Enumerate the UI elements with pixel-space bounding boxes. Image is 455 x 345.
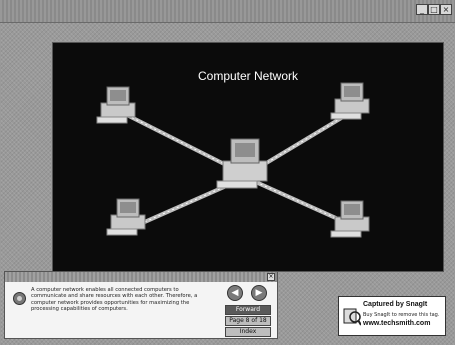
description-panel: × A computer network enables all connect… xyxy=(4,271,278,339)
index-button[interactable]: Index xyxy=(225,327,271,337)
computer-icon xyxy=(331,83,369,119)
computer-icon xyxy=(217,139,267,188)
panel-close-button[interactable]: × xyxy=(267,273,275,281)
computer-icon xyxy=(107,199,145,235)
panel-header: × xyxy=(5,272,277,282)
watermark-line-3: www.techsmith.com xyxy=(363,320,430,327)
animation-stage: Computer Network xyxy=(52,42,444,272)
page-indicator: Page 8 of 18 xyxy=(225,316,271,326)
close-button[interactable]: × xyxy=(440,4,452,15)
snagit-watermark: Captured by SnagIt Buy SnagIt to remove … xyxy=(338,296,446,336)
next-arrow-icon[interactable]: ▶ xyxy=(251,285,267,301)
computer-icon xyxy=(331,201,369,237)
navigation-controls: ◀ ▶ Forward Page 8 of 18 Index xyxy=(223,285,273,337)
back-arrow-icon[interactable]: ◀ xyxy=(227,285,243,301)
description-text: A computer network enables all connected… xyxy=(31,287,215,313)
maximize-button[interactable]: □ xyxy=(428,4,440,15)
network-diagram xyxy=(53,43,443,271)
watermark-line-1: Captured by SnagIt xyxy=(363,301,427,308)
watermark-line-2: Buy SnagIt to remove this tag. xyxy=(363,312,439,318)
window-titlebar: _ □ × xyxy=(0,0,455,23)
minimize-button[interactable]: _ xyxy=(416,4,428,15)
snagit-logo-icon xyxy=(343,305,361,327)
info-icon xyxy=(13,292,26,305)
forward-button[interactable]: Forward xyxy=(225,305,271,315)
